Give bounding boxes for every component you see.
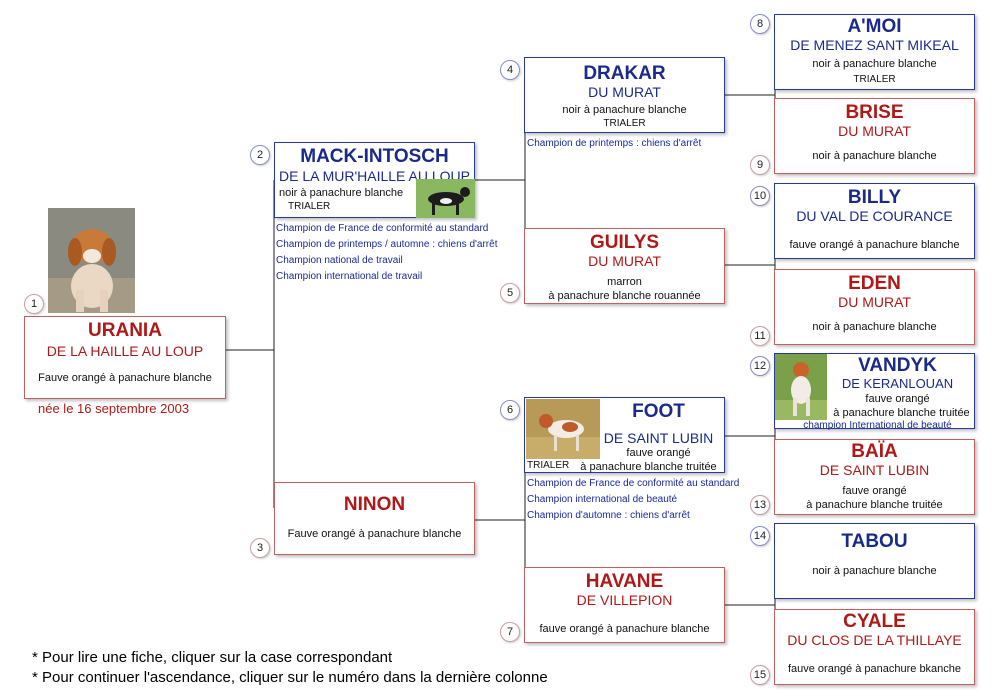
dog-color: noir à panachure blanche — [812, 150, 937, 162]
trialer-label: TRIALER — [603, 118, 646, 129]
dog-affix: DU MURAT — [838, 294, 911, 310]
urania-photo — [48, 208, 135, 313]
dog-name: VANDYK — [858, 355, 937, 376]
dog-affix: DE SAINT LUBIN — [603, 430, 714, 446]
pedigree-number-2[interactable]: 2 — [250, 145, 270, 165]
pedigree-number-11[interactable]: 11 — [750, 326, 770, 346]
dog-color: fauve orangé — [842, 485, 907, 497]
dog-photo-icon — [48, 208, 135, 313]
dog-name: FOOT — [632, 401, 685, 422]
pedigree-number-3[interactable]: 3 — [250, 538, 270, 558]
titles-mack-intosch: Champion de France de conformité au stan… — [276, 223, 498, 282]
card-brise[interactable]: BRISE DU MURAT noir à panachure blanche — [774, 98, 975, 174]
dog-affix: DU MURAT — [838, 123, 911, 139]
trialer-label: TRIALER — [288, 201, 331, 212]
dog-affix: DE MENEZ SANT MIKEAL — [790, 37, 959, 53]
pedigree-number-7[interactable]: 7 — [500, 622, 520, 642]
dog-color: Fauve orangé à panachure blanche — [287, 528, 462, 540]
dog-name: A'MOI — [847, 16, 902, 37]
dog-name: BAÏA — [851, 441, 898, 462]
dog-color: noir à panachure blanche — [812, 321, 937, 333]
foot-photo — [526, 399, 600, 459]
pedigree-number-14[interactable]: 14 — [750, 526, 770, 546]
instruction-note-1: * Pour lire une fiche, cliquer sur la ca… — [32, 649, 393, 666]
card-urania[interactable]: URANIA DE LA HAILLE AU LOUP Fauve orangé… — [24, 316, 226, 399]
dog-name: BILLY — [847, 187, 902, 208]
pedigree-number-4[interactable]: 4 — [500, 60, 520, 80]
dog-color: noir à panachure blanche — [812, 58, 937, 70]
card-ninon[interactable]: NINON Fauve orangé à panachure blanche — [274, 482, 475, 555]
dog-color: marron — [607, 276, 642, 288]
dog-name: URANIA — [88, 320, 162, 341]
pedigree-number-5[interactable]: 5 — [500, 283, 520, 303]
pedigree-number-9[interactable]: 9 — [750, 155, 770, 175]
card-baia[interactable]: BAÏA DE SAINT LUBIN fauve orangé à panac… — [774, 439, 975, 515]
pedigree-number-15[interactable]: 15 — [750, 665, 770, 685]
dog-color: fauve orangé — [865, 393, 930, 405]
dog-color: noir à panachure blanche — [562, 104, 687, 116]
trialer-label: TRIALER — [527, 459, 570, 472]
card-havane[interactable]: HAVANE DE VILLEPION fauve orangé à panac… — [524, 567, 725, 643]
dog-name: HAVANE — [585, 571, 664, 592]
dog-name: EDEN — [848, 273, 901, 294]
pedigree-number-13[interactable]: 13 — [750, 495, 770, 515]
dog-color: à panachure blanche truitée — [806, 499, 943, 511]
pedigree-number-10[interactable]: 10 — [750, 186, 770, 206]
dog-affix: DU MURAT — [588, 253, 661, 269]
vandyk-photo — [775, 354, 827, 420]
dog-color: à panachure blanche truitée — [580, 461, 717, 473]
dog-photo-icon — [416, 179, 475, 218]
dog-color: noir à panachure blanche — [812, 565, 937, 577]
dog-name: BRISE — [845, 102, 904, 123]
dog-name: MACK-INTOSCH — [300, 146, 449, 167]
dog-photo-icon — [526, 399, 600, 459]
dog-name: CYALE — [843, 611, 906, 632]
dog-affix: DU MURAT — [588, 84, 661, 100]
card-eden[interactable]: EDEN DU MURAT noir à panachure blanche — [774, 269, 975, 345]
dog-name: GUILYS — [590, 232, 659, 253]
dog-title: champion International de beauté — [803, 420, 952, 431]
dog-color: fauve orangé — [626, 447, 691, 459]
dog-name: NINON — [343, 494, 406, 515]
dog-color: noir à panachure blanche — [279, 187, 404, 199]
dog-color: fauve orangé à panachure blanche — [539, 623, 710, 635]
dog-affix: DE SAINT LUBIN — [819, 462, 930, 478]
dog-color: à panachure blanche truitée — [833, 407, 970, 419]
card-vandyk[interactable]: VANDYK DE KERANLOUAN fauve orangé à pana… — [774, 353, 975, 431]
dog-color: fauve orangé à panachure bkanche — [787, 663, 962, 675]
pedigree-number-8[interactable]: 8 — [750, 14, 770, 34]
dog-name: TABOU — [841, 531, 908, 552]
dog-color: Fauve orangé à panachure blanche — [38, 372, 212, 384]
dog-affix: DU CLOS DE LA THILLAYE — [787, 632, 962, 648]
mack-intosch-photo — [416, 179, 475, 218]
dog-affix: DE VILLEPION — [576, 592, 673, 608]
pedigree-number-6[interactable]: 6 — [500, 400, 520, 420]
titles-foot: Champion de France de conformité au stan… — [527, 478, 740, 521]
pedigree-number-12[interactable]: 12 — [750, 356, 770, 376]
card-drakar[interactable]: DRAKAR DU MURAT noir à panachure blanche… — [524, 57, 725, 133]
card-amoi[interactable]: A'MOI DE MENEZ SANT MIKEAL noir à panach… — [774, 14, 975, 90]
instruction-note-2: * Pour continuer l'ascendance, cliquer s… — [32, 669, 548, 686]
birth-date: née le 16 septembre 2003 — [38, 401, 190, 416]
titles-drakar: Champion de printemps : chiens d'arrêt — [527, 138, 702, 149]
card-guilys[interactable]: GUILYS DU MURAT marron à panachure blanc… — [524, 228, 725, 304]
dog-affix: DE KERANLOUAN — [841, 376, 954, 391]
card-foot[interactable]: FOOT DE SAINT LUBIN fauve orangé à panac… — [524, 397, 725, 473]
pedigree-number-1[interactable]: 1 — [24, 294, 44, 314]
dog-name: DRAKAR — [583, 63, 666, 84]
dog-affix: DE LA HAILLE AU LOUP — [46, 343, 204, 359]
card-cyale[interactable]: CYALE DU CLOS DE LA THILLAYE fauve orang… — [774, 609, 975, 685]
dog-photo-icon — [775, 354, 827, 420]
dog-affix: DU VAL DE COURANCE — [796, 208, 953, 224]
dog-color: à panachure blanche rouannée — [548, 290, 701, 302]
card-billy[interactable]: BILLY DU VAL DE COURANCE fauve orangé à … — [774, 183, 975, 259]
dog-color: fauve orangé à panachure blanche — [789, 239, 960, 251]
card-tabou[interactable]: TABOU noir à panachure blanche — [774, 523, 975, 599]
trialer-label: TRIALER — [853, 74, 896, 85]
card-mack-intosch[interactable]: MACK-INTOSCH DE LA MUR'HAILLE AU LOUP no… — [274, 142, 475, 218]
